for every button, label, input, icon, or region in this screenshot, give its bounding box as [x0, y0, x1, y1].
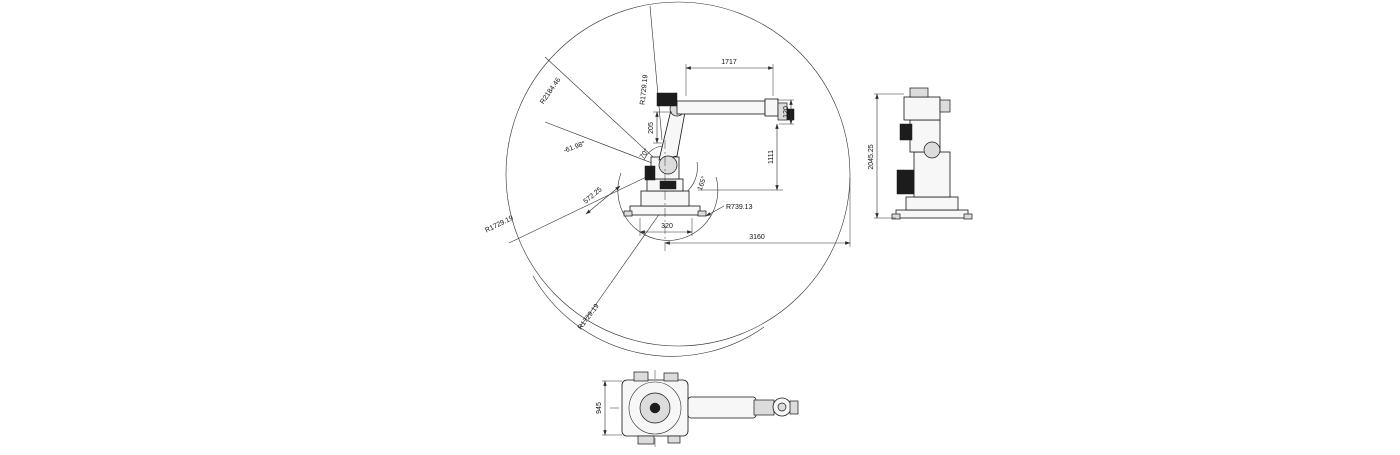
side-shoulder-joint [923, 141, 941, 159]
dim-base-depth-label: 945 [596, 402, 603, 414]
top-flange-circle [777, 402, 787, 412]
envelope-outer-circle [505, 1, 851, 347]
top-motor-bump-4 [667, 435, 681, 444]
base-foot-left [623, 210, 633, 217]
dimensions-main-view: 1717 120 205 1111 320 3160 572.25 R739.1… [484, 59, 851, 332]
upper-arm-link [658, 109, 686, 161]
top-motor-bump-1 [633, 371, 649, 382]
radius-max-label: R2184.46 [539, 77, 562, 106]
side-base-motor [896, 169, 915, 195]
top-axis-center [649, 402, 661, 414]
dim-arm-length-label: 1717 [721, 59, 737, 66]
base-foot-right [697, 210, 707, 217]
leader-min-radius [705, 205, 725, 217]
radius-left-label: R1729.19 [484, 215, 514, 235]
top-motor-bump-2 [663, 372, 679, 382]
radius-bottom-label: R1729.19 [577, 303, 601, 332]
rear-angle-construction-line [544, 121, 666, 169]
side-base-foot-right [963, 213, 973, 220]
top-arm-link [687, 396, 757, 419]
top-tool-tip [789, 400, 799, 415]
shoulder-motor [644, 165, 656, 181]
dim-line-base-diagonal [585, 185, 621, 215]
forearm-link [676, 100, 766, 115]
side-top-motor [909, 87, 929, 98]
side-body [913, 151, 951, 198]
side-top-arm [903, 96, 941, 121]
radius-min-label: R739.13 [726, 204, 753, 211]
radial-line-upper-left [544, 56, 666, 169]
elbow-motor [656, 92, 678, 107]
dim-base-width-label: 320 [661, 223, 673, 230]
side-elbow-cap [939, 99, 951, 113]
top-motor-bump-3 [637, 435, 655, 445]
base-cable-block [659, 180, 677, 190]
radial-line-bottom [579, 195, 673, 328]
dim-axis-height-label: 1111 [768, 150, 775, 164]
dimensions-side-view: 2045.25 [868, 93, 904, 219]
side-base-foot-left [891, 213, 901, 220]
robot-side-view [891, 87, 973, 220]
side-base-plate [895, 209, 969, 219]
angle-lower-label: 165° [696, 175, 709, 192]
wrist-housing [764, 98, 779, 117]
envelope-rear-lower-arc [532, 275, 765, 357]
robot-top-view [610, 370, 799, 450]
radius-top-label: R1729.19 [639, 74, 649, 105]
shoulder-joint [658, 155, 678, 175]
dimensions-top-view: 945 [596, 380, 622, 436]
side-pedestal [905, 196, 959, 211]
dim-wrist-offset-label: 120 [783, 106, 790, 118]
dim-robot-height-label: 2045.25 [868, 144, 875, 169]
dim-shoulder-drop-label: 205 [648, 122, 655, 134]
angle-rear-label: -61.98° [562, 139, 586, 154]
side-wrist-block [899, 123, 913, 141]
top-turntable-circle [628, 381, 682, 435]
top-wrist-housing [753, 399, 775, 416]
radial-line-top [649, 5, 663, 141]
dim-max-reach-label: 3160 [749, 234, 765, 241]
